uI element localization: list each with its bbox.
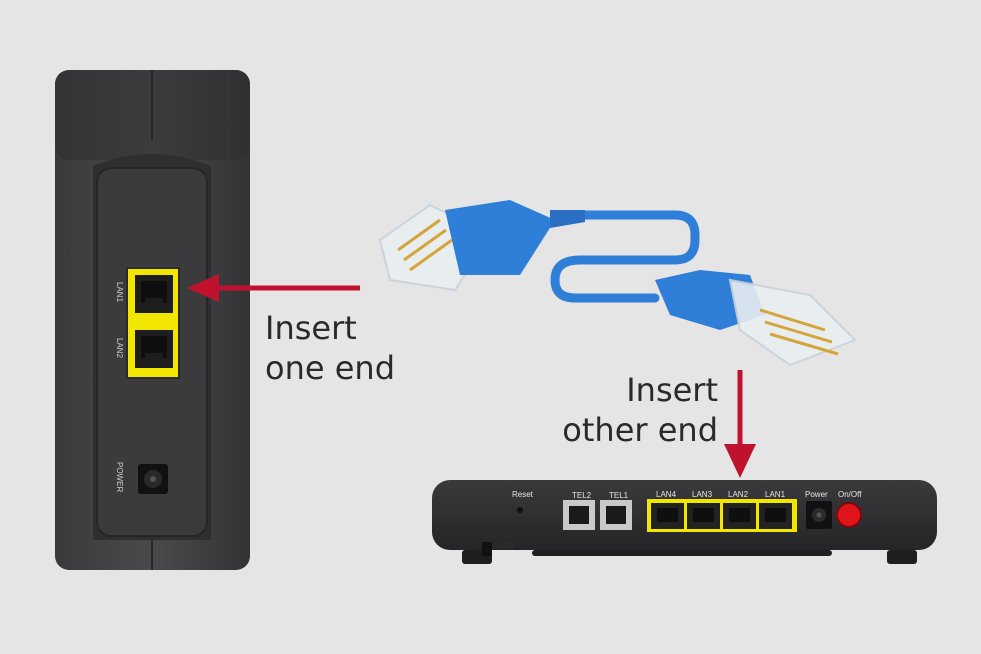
router-onoff-label: On/Off (838, 490, 862, 499)
router-lan4-port (651, 503, 684, 529)
router-lan4-label: LAN4 (656, 490, 677, 499)
router-tel1-label: TEL1 (609, 491, 629, 500)
router-power-jack (806, 501, 832, 529)
cable-connector-left (378, 200, 585, 292)
router-onoff-button[interactable] (836, 502, 862, 528)
router-reset-label: Reset (512, 490, 534, 499)
tower-lan2-label: LAN2 (115, 338, 124, 359)
tower-device: LAN1 LAN2 POWER (55, 70, 250, 570)
tower-lan1-port (135, 275, 173, 313)
router-reset-hole[interactable] (517, 507, 523, 513)
router-lan1-port (759, 503, 792, 529)
router-tel-ports (563, 500, 632, 530)
router-tel2-label: TEL2 (572, 491, 592, 500)
tower-power-jack (138, 464, 168, 494)
router-lan3-port (687, 503, 720, 529)
cable-connector-right (655, 270, 857, 367)
router-pon-label: PON (496, 541, 514, 550)
router-lan2-label: LAN2 (728, 490, 749, 499)
caption-insert-one-line1: Insert (265, 309, 357, 347)
caption-insert-other-line1: Insert (626, 371, 718, 409)
router-power-label: Power (805, 490, 828, 499)
router-lan1-label: LAN1 (765, 490, 786, 499)
caption-insert-other-end: Insert other end (560, 370, 718, 450)
ethernet-cable (378, 200, 857, 367)
router-lan2-port (723, 503, 756, 529)
caption-insert-one-end: Insert one end (265, 308, 395, 388)
tower-lan1-label: LAN1 (115, 282, 124, 303)
router-device: Reset TEL2 TEL1 LAN4 LAN3 LAN2 LAN1 Powe… (432, 480, 937, 564)
arrow-left (187, 274, 360, 302)
arrow-down (724, 370, 756, 478)
router-lan3-label: LAN3 (692, 490, 713, 499)
tower-power-label: POWER (115, 462, 124, 492)
tower-lan-ports (126, 267, 180, 379)
tower-lan2-port (135, 330, 173, 368)
caption-insert-other-line2: other end (562, 411, 718, 449)
caption-insert-one-line2: one end (265, 349, 395, 387)
